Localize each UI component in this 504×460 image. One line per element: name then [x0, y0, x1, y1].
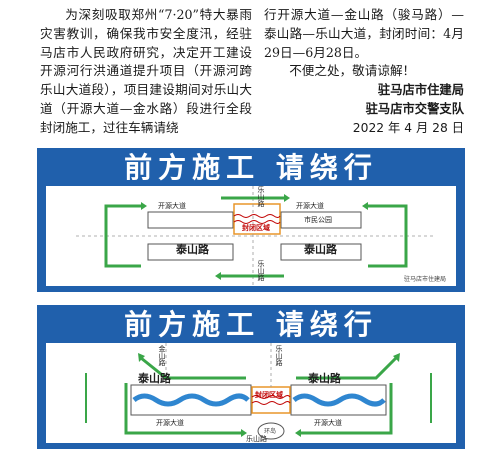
label-road-bottom-left: 泰山路 — [176, 243, 209, 256]
closed-zone — [233, 203, 281, 235]
label-road-top-left: 开源大道 — [158, 202, 186, 210]
label-road-vertical-top-left: 金山路 — [158, 345, 166, 366]
signature-traffic-police: 驻马店市交警支队 — [365, 101, 464, 116]
label-closed-zone: 封闭区域 — [242, 224, 270, 232]
article-paragraph-2: 行开源大道—金山路（骏马路）—泰山路—乐山大道，封闭时间：4月29日—6月28日… — [264, 7, 464, 60]
sign-1-diagram — [76, 186, 436, 286]
block-top-left — [147, 211, 234, 229]
river-left — [132, 393, 250, 407]
sign-1-map: 开源大道 开源大道 乐山路 乐山路 封闭区域 市民公园 泰山路 泰山路 驻马店市… — [46, 186, 456, 286]
label-road-top-right: 开源大道 — [296, 202, 324, 210]
sign-2-diagram — [85, 343, 432, 440]
detour-arrows — [104, 196, 408, 278]
block-top-right — [280, 211, 362, 229]
detour-arrow-right — [368, 204, 408, 268]
article-column-left: 为深刻吸取郑州“7·20”特大暴雨灾害教训，确保我市安全度汛，经驻马店市人民政府… — [40, 6, 252, 138]
detour-arrow-left — [124, 383, 241, 435]
arrow-head-2 — [362, 202, 368, 210]
detour-arrows — [124, 356, 398, 435]
arrow-head-4 — [295, 429, 301, 437]
arrow-head-3 — [284, 194, 290, 202]
label-road-vertical-bottom: 乐山路 — [246, 435, 267, 443]
arrow-head-4 — [215, 272, 221, 280]
article-column-right: 行开源大道—金山路（骏马路）—泰山路—乐山大道，封闭时间：4月29日—6月28日… — [264, 6, 464, 138]
sign-2-title: 前方施工 请绕行 — [124, 308, 378, 341]
label-footer: 驻马店市住建局 — [404, 276, 447, 283]
arrow-heads — [141, 194, 368, 280]
article-apology: 不便之处，敬请谅解！ — [289, 63, 416, 79]
article-paragraph-1: 为深刻吸取郑州“7·20”特大暴雨灾害教训，确保我市安全度汛，经驻马店市人民政府… — [40, 7, 252, 135]
roundabout — [257, 422, 285, 440]
label-road-bottom-right: 泰山路 — [304, 243, 337, 256]
zone-hatch-2 — [251, 401, 291, 405]
arrow-heads — [138, 353, 400, 437]
detour-sign-1: 前方施工 请绕行 — [37, 148, 465, 292]
label-road-vertical-top: 乐山路 — [257, 186, 265, 207]
article-date: 2022 年 4 月 28 日 — [352, 120, 464, 135]
label-road-bottom-left: 开源大道 — [156, 419, 184, 427]
block-bottom-left — [147, 243, 234, 261]
arrow-head-3 — [241, 429, 247, 437]
arrow-head-1 — [141, 202, 147, 210]
label-road-vertical-top-right: 乐山路 — [275, 345, 283, 366]
river-right — [292, 393, 386, 407]
signature-housing-bureau: 驻马店市住建局 — [377, 83, 464, 98]
zone-hatch-2 — [233, 220, 281, 224]
detour-arrow-right — [301, 383, 393, 435]
label-road-right: 泰山路 — [308, 372, 341, 385]
label-closed-zone: 封闭区域 — [255, 391, 283, 399]
label-roundabout: 环岛 — [264, 428, 277, 435]
zone-hatch-1 — [251, 395, 291, 399]
detour-arrow-top-right — [296, 356, 398, 380]
closed-zone — [251, 386, 291, 414]
label-road-left: 泰山路 — [138, 372, 171, 385]
side-arrows — [85, 373, 432, 423]
sign-2-map: 金山路 乐山路 泰山路 泰山路 封闭区域 开源大道 开源大道 环岛 乐山路 — [46, 343, 456, 443]
detour-arrow-left — [104, 204, 141, 268]
zone-hatch-1 — [233, 214, 281, 218]
label-building: 市民公园 — [304, 216, 332, 224]
detour-sign-2: 前方施工 请绕行 — [37, 305, 465, 449]
label-road-vertical-bottom: 乐山路 — [257, 260, 265, 281]
sign-1-title: 前方施工 请绕行 — [124, 151, 378, 184]
block-bottom-right — [280, 243, 362, 261]
label-road-bottom-right: 开源大道 — [314, 419, 342, 427]
detour-arrow-top-left — [140, 356, 246, 380]
arrow-head-1 — [138, 353, 145, 362]
arrow-head-2 — [393, 353, 400, 362]
